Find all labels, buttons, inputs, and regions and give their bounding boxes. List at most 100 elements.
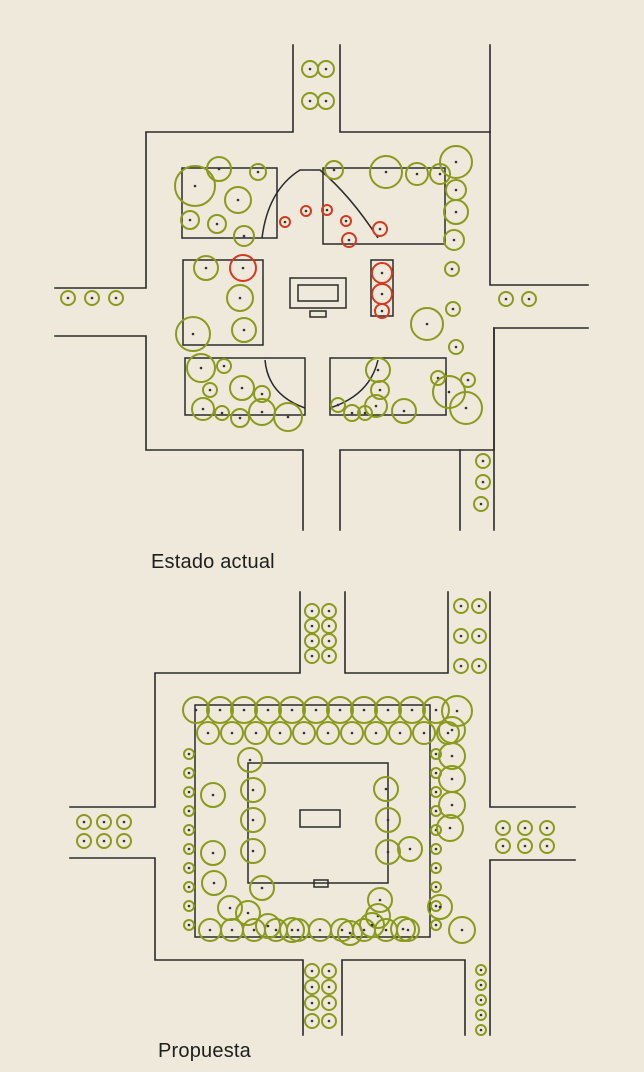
tree-marker	[304, 1013, 320, 1029]
tree-marker	[321, 995, 337, 1011]
tree-center-dot	[251, 788, 255, 792]
tree-marker-removed	[341, 232, 357, 248]
tree-center-dot	[415, 172, 419, 176]
tree-marker	[373, 776, 399, 802]
tree-marker	[430, 824, 442, 836]
tree-center-dot	[310, 1001, 314, 1005]
tree-center-dot	[363, 411, 367, 415]
street-edge-south	[339, 449, 461, 531]
tree-center-dot	[460, 928, 464, 932]
tree-center-dot	[187, 904, 191, 908]
tree-center-dot	[501, 844, 505, 848]
tree-center-dot	[380, 292, 384, 296]
plaza-outline	[181, 167, 447, 416]
tree-center-dot	[208, 388, 212, 392]
tree-marker	[473, 496, 489, 512]
tree-marker	[412, 721, 436, 745]
tree-marker	[304, 963, 320, 979]
tree-marker	[438, 742, 466, 770]
tree-center-dot	[459, 664, 463, 668]
street-edge-south-p	[341, 959, 466, 1036]
tree-center-dot	[230, 928, 234, 932]
tree-marker	[439, 145, 473, 179]
tree-marker	[207, 214, 227, 234]
tree-center-dot	[434, 771, 438, 775]
tree-center-dot	[310, 654, 314, 658]
street-edge-north-right	[339, 44, 491, 133]
tree-marker	[375, 807, 401, 833]
plaza-square-inner	[247, 762, 389, 884]
tree-marker	[321, 963, 337, 979]
tree-center-dot	[347, 238, 351, 242]
tree-marker	[254, 696, 282, 724]
tree-marker	[430, 862, 442, 874]
street-edge-nw	[54, 44, 294, 289]
tree-marker	[273, 402, 303, 432]
tree-center-dot	[242, 328, 246, 332]
tree-center-dot	[187, 809, 191, 813]
tree-marker	[436, 814, 464, 842]
tree-marker	[304, 648, 320, 664]
tree-center-dot	[327, 609, 331, 613]
tree-marker	[475, 474, 491, 490]
tree-center-dot	[479, 968, 483, 972]
tree-center-dot	[438, 905, 442, 909]
tree-marker-removed	[229, 254, 257, 282]
tree-center-dot	[434, 708, 438, 712]
tree-marker	[475, 964, 487, 976]
tree-center-dot	[211, 793, 215, 797]
tree-center-dot	[448, 826, 452, 830]
tree-marker-removed	[279, 216, 291, 228]
tree-center-dot	[434, 866, 438, 870]
tree-center-dot	[384, 787, 388, 791]
tree-center-dot	[296, 928, 300, 932]
tree-marker	[321, 979, 337, 995]
monument-inner	[297, 284, 339, 302]
tree-marker	[231, 317, 257, 343]
plaza-arc-north	[261, 169, 379, 239]
tree-marker	[317, 60, 335, 78]
tree-marker	[116, 814, 132, 830]
tree-center-dot	[241, 266, 245, 270]
tree-marker	[220, 721, 244, 745]
tree-center-dot	[401, 927, 405, 931]
tree-center-dot	[251, 818, 255, 822]
tree-center-dot	[252, 928, 256, 932]
tree-marker	[365, 903, 391, 929]
tree-marker	[183, 786, 195, 798]
tree-center-dot	[434, 904, 438, 908]
tree-center-dot	[477, 664, 481, 668]
tree-marker	[475, 1009, 487, 1021]
tree-center-dot	[266, 708, 270, 712]
tree-marker	[475, 453, 491, 469]
tree-marker	[460, 372, 476, 388]
tree-marker	[183, 805, 195, 817]
tree-center-dot	[187, 885, 191, 889]
tree-center-dot	[283, 220, 287, 224]
tree-marker	[268, 721, 292, 745]
tree-center-dot	[217, 167, 221, 171]
tree-center-dot	[408, 847, 412, 851]
tree-marker	[116, 833, 132, 849]
tree-marker	[206, 156, 232, 182]
tree-center-dot	[425, 322, 429, 326]
tree-center-dot	[122, 839, 126, 843]
tree-marker	[449, 391, 483, 425]
tree-center-dot	[254, 731, 258, 735]
monument-outer	[289, 277, 347, 309]
tree-marker	[253, 385, 271, 403]
tree-center-dot	[310, 624, 314, 628]
tree-center-dot	[434, 752, 438, 756]
tree-center-dot	[450, 728, 454, 732]
tree-center-dot	[370, 923, 374, 927]
tree-center-dot	[450, 777, 454, 781]
tree-marker	[448, 916, 476, 944]
tree-center-dot	[447, 390, 451, 394]
tree-markers-proposal	[76, 598, 555, 1036]
tree-center-dot	[374, 404, 378, 408]
tree-marker	[316, 721, 340, 745]
tree-marker	[517, 820, 533, 836]
tree-marker	[430, 843, 442, 855]
tree-marker	[430, 881, 442, 893]
current-state-plan	[54, 44, 589, 531]
